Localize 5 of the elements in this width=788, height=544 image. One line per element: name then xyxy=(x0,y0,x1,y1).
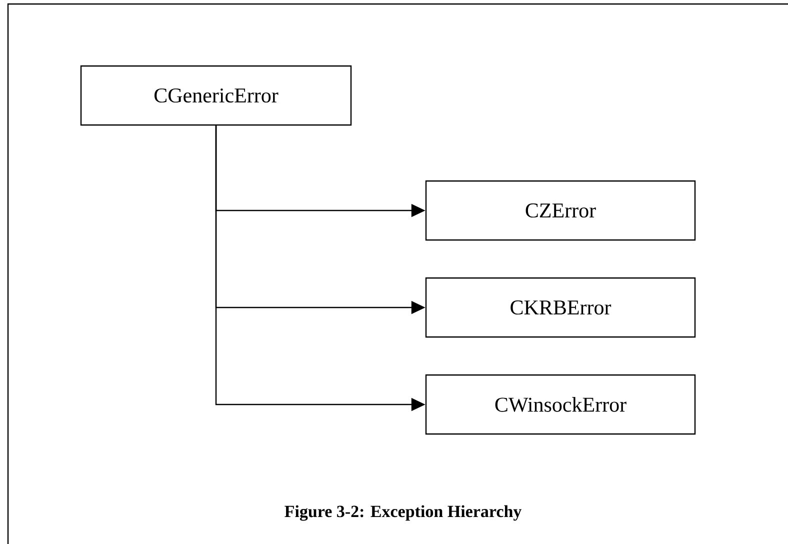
figure-caption: Figure 3-2: Exception Hierarchy xyxy=(284,505,522,521)
class-box: CGenericError xyxy=(80,65,352,126)
class-box: CZError xyxy=(425,180,696,241)
class-box: CWinsockError xyxy=(425,374,696,435)
class-box: CKRBError xyxy=(425,277,696,338)
